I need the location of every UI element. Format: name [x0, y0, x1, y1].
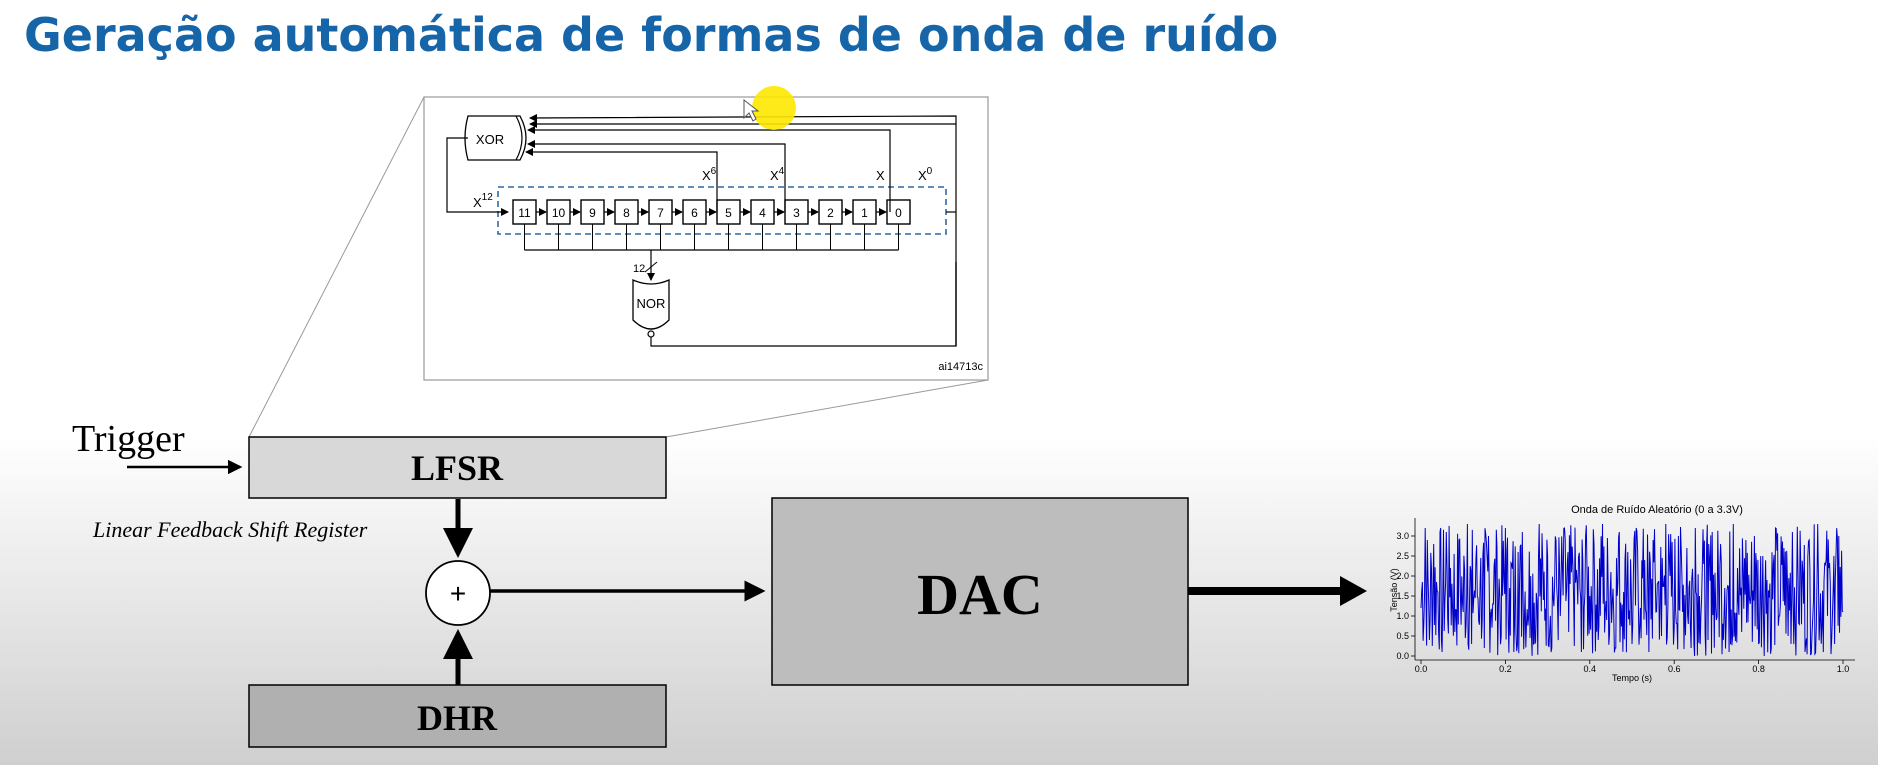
- x-tick-label: 0.8: [1752, 664, 1765, 674]
- dac-label: DAC: [917, 562, 1043, 627]
- tap-line-x: [527, 126, 891, 212]
- y-tick-label: 2.0: [1396, 571, 1409, 581]
- lfsr-label: LFSR: [411, 448, 504, 488]
- register-cell-label: 2: [827, 206, 834, 220]
- register-cell-label: 5: [725, 206, 732, 220]
- cursor-highlight: [752, 86, 796, 130]
- register-cell-label: 0: [895, 206, 902, 220]
- xor-label: XOR: [476, 132, 504, 147]
- tap-line-x6: [525, 148, 718, 212]
- adder: +: [425, 560, 491, 626]
- bus-width-label: 12: [633, 263, 645, 275]
- zoom-line-right: [665, 379, 989, 438]
- x-tick-label: 1.0: [1837, 664, 1850, 674]
- register-cell-label: 3: [793, 206, 800, 220]
- feedback-line: [446, 137, 509, 216]
- dhr-block: DHR: [248, 684, 667, 748]
- x-tick-label: 0.6: [1668, 664, 1681, 674]
- chart-axes: 0.0 0.2 0.4 0.6 0.8 1.0 0.0 0.5 1.0 1.5 2.0 2.5 3.0: [1396, 518, 1855, 674]
- x-tick-label: 0.4: [1584, 664, 1597, 674]
- nor-gate: NOR: [632, 279, 670, 338]
- x-tick-label: 0.2: [1499, 664, 1512, 674]
- dhr-label: DHR: [417, 698, 498, 738]
- figure-code: ai14713c: [938, 361, 983, 373]
- y-tick-label: 1.0: [1396, 611, 1409, 621]
- nor-input-bus: [524, 224, 899, 251]
- tap-x-label: X: [876, 168, 885, 183]
- shift-register-boundary: [497, 186, 947, 235]
- tap-line-x4: [527, 140, 786, 212]
- mouse-cursor-icon: [743, 98, 760, 122]
- register-cell-label: 9: [589, 206, 596, 220]
- nor-label: NOR: [637, 296, 666, 311]
- tap-x4-label: X4: [770, 166, 785, 183]
- y-tick-label: 0.0: [1396, 651, 1409, 661]
- dac-output-arrowhead: [1340, 576, 1367, 606]
- chart-title: Onda de Ruído Aleatório (0 a 3.3V): [1571, 504, 1743, 516]
- lfsr-block: LFSR: [248, 436, 667, 499]
- adder-symbol: +: [450, 578, 466, 609]
- noise-series-line: [1420, 523, 1844, 657]
- register-cell-label: 4: [759, 206, 766, 220]
- zoom-line-left: [248, 96, 425, 438]
- register-cell-label: 10: [552, 206, 566, 220]
- tap-x0-label: X0: [918, 166, 933, 183]
- tap-x6-label: X6: [702, 166, 717, 183]
- lfsr-caption: Linear Feedback Shift Register: [92, 517, 368, 542]
- y-tick-label: 3.0: [1396, 531, 1409, 541]
- register-cell-label: 7: [657, 206, 664, 220]
- dac-block: DAC: [771, 497, 1189, 686]
- register-cell-label: 1: [861, 206, 868, 220]
- y-tick-label: 2.5: [1396, 551, 1409, 561]
- register-cell-label: 11: [518, 206, 531, 220]
- xor-gate: XOR: [464, 115, 527, 161]
- y-tick-label: 0.5: [1396, 631, 1409, 641]
- noise-plot: Onda de Ruído Aleatório (0 a 3.3V) Tempo…: [1389, 504, 1855, 683]
- tap-x12-label: X12: [473, 192, 493, 210]
- register-cell-label: 8: [623, 206, 630, 220]
- x-tick-label: 0.0: [1415, 664, 1428, 674]
- trigger-label: Trigger: [72, 418, 185, 460]
- register-cell-label: 6: [691, 206, 698, 220]
- page-title: Geração automática de formas de onda de …: [24, 8, 1279, 62]
- y-axis-label: Tensão (V): [1389, 568, 1399, 612]
- tap-line-nor: [529, 113, 957, 124]
- y-tick-label: 1.5: [1396, 591, 1409, 601]
- x-axis-label: Tempo (s): [1612, 673, 1652, 683]
